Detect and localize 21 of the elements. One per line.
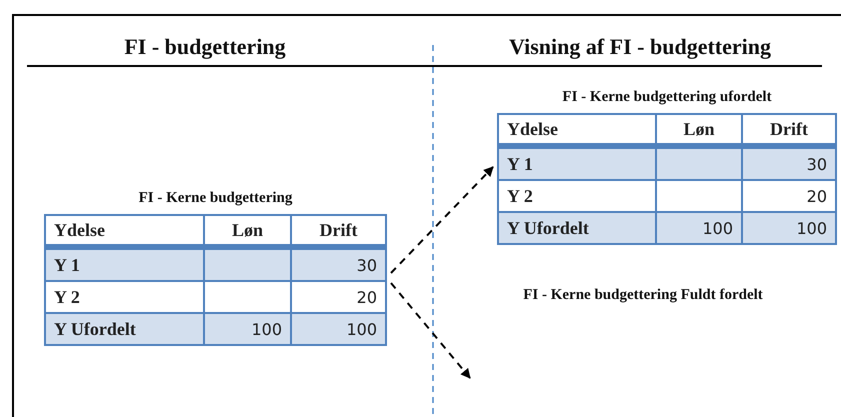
value-text: 30: [292, 250, 385, 280]
value-text: 100: [205, 314, 290, 344]
value-text: 20: [743, 181, 835, 211]
value-text: 20: [292, 282, 385, 312]
value-text: 100: [657, 213, 741, 243]
value-text: 100: [292, 314, 385, 344]
row-label: Y 2: [46, 282, 203, 312]
row-label: Y 1: [46, 250, 203, 280]
section-heading: Visning af FI - budgettering: [509, 34, 771, 60]
dashed-arrow: [390, 282, 471, 379]
table-heading: FI - Kerne budgettering Fuldt fordelt: [523, 287, 763, 304]
table-heading: FI - Kerne budgettering: [138, 190, 292, 207]
row-label: Y Ufordelt: [499, 213, 655, 243]
row-label: Y 2: [499, 181, 655, 211]
value-text: 100: [743, 213, 835, 243]
section-heading: FI - budgettering: [124, 34, 286, 60]
row-label: Y Ufordelt: [46, 314, 203, 344]
value-text: 30: [743, 149, 835, 179]
row-label: Y 1: [499, 149, 655, 179]
table-heading: FI - Kerne budgettering ufordelt: [562, 89, 772, 106]
dashed-arrow: [390, 166, 494, 274]
